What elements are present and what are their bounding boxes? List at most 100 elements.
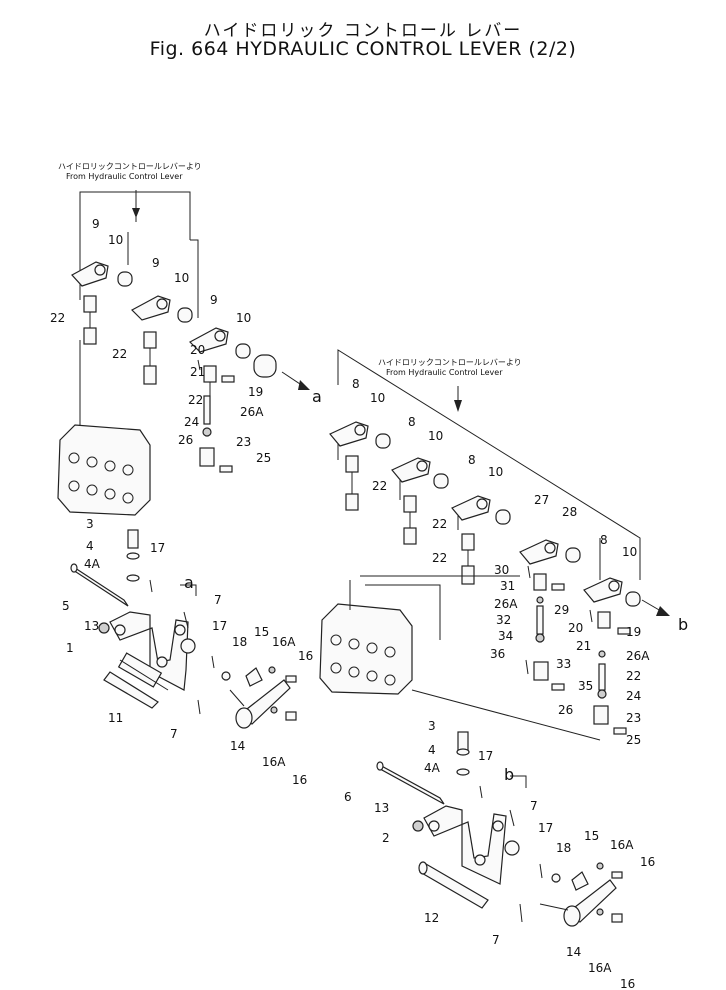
nut-13 (98, 622, 110, 634)
nut-24 (202, 427, 212, 437)
source-note-left-jp: ハイドロリックコントロールレバーより (58, 162, 202, 171)
washer-4 (126, 552, 140, 560)
left-callout-24: 1 (66, 641, 74, 655)
bracket-1 (109, 611, 196, 691)
source-note-right-jp: ハイドロリックコントロールレバーより (378, 358, 522, 367)
right-callout-10: 27 (534, 493, 549, 507)
right-assembly (319, 349, 670, 927)
left-callout-7: 22 (50, 311, 65, 325)
washer-16a-b-upper (596, 862, 604, 870)
right-callout-7: 22 (372, 479, 387, 493)
right-callout-21: 21 (576, 639, 591, 653)
connector-block-21b (597, 611, 611, 629)
lever-arm-8a (329, 421, 369, 447)
left-callout-13: 26A (240, 405, 264, 419)
lever-arm-8b (391, 457, 431, 483)
nut-13b (412, 820, 424, 832)
left-callout-5: 9 (210, 293, 218, 307)
right-callout-48: 16A (588, 961, 612, 975)
bolt-16-upper (285, 675, 297, 683)
right-callout-37: 13 (374, 801, 389, 815)
left-callout-23: 13 (84, 619, 99, 633)
diagram-title: Fig. 664 HYDRAULIC CONTROL LEVER (2/2) (149, 38, 577, 60)
right-callout-47: 14 (566, 945, 581, 959)
right-callout-30: 23 (626, 711, 641, 725)
left-callout-18: 3 (86, 517, 94, 531)
clevis-rod-22a (83, 295, 97, 345)
tube-11 (103, 652, 163, 709)
sleeve-a (253, 354, 277, 378)
left-callout-3: 9 (152, 256, 160, 270)
lever-arm-27 (519, 539, 559, 565)
callouts-right: 8108108102222222728810303126A32293420211… (344, 377, 655, 990)
clevis-rod-22e (461, 533, 475, 585)
left-callout-4: 10 (174, 271, 189, 285)
lever-arm-8c (451, 495, 491, 521)
right-callout-26: 26A (626, 649, 650, 663)
right-callout-2: 10 (370, 391, 385, 405)
clevis-rod-22c (345, 455, 359, 511)
right-callout-8: 22 (432, 517, 447, 531)
left-callout-2: 10 (108, 233, 123, 247)
right-callout-45: 12 (424, 911, 439, 925)
bolt-19b (617, 627, 631, 635)
connector-block-21 (203, 365, 217, 383)
right-callout-35: 17 (478, 749, 493, 763)
bushing-10c (235, 343, 251, 359)
source-note-right: ハイドロリックコントロールレバーより From Hydraulic Contro… (378, 358, 522, 378)
bolt-3b (457, 731, 469, 751)
right-callout-41: 18 (556, 841, 571, 855)
lever-arm-9c (189, 327, 229, 353)
bolt-25 (219, 465, 233, 473)
left-callout-11: 19 (248, 385, 263, 399)
left-callout-6: 10 (236, 311, 251, 325)
right-callout-23: 36 (490, 647, 505, 661)
bushing-10g (625, 591, 641, 607)
right-callout-11: 28 (562, 505, 577, 519)
bushing-10b (177, 307, 193, 323)
lever-arm-9a (71, 261, 109, 287)
left-callout-14: 24 (184, 415, 199, 429)
lever-14 (235, 679, 291, 729)
bushing-10a (117, 271, 133, 287)
nut-24b (597, 689, 607, 699)
right-callout-14: 30 (494, 563, 509, 577)
source-note-right-en: From Hydraulic Control Lever (386, 368, 503, 377)
left-callout-9: 20 (190, 343, 205, 357)
bolt-25b (613, 727, 627, 735)
left-callout-30: 16 (298, 649, 313, 663)
washer-4a (126, 574, 140, 582)
left-callout-35: 16 (292, 773, 307, 787)
left-callout-21: 17 (150, 541, 165, 555)
connector-block-23b (593, 705, 609, 725)
left-callout-22: 5 (62, 599, 70, 613)
bushing-10f (495, 509, 511, 525)
connector-block-33 (533, 661, 549, 681)
right-callout-32: 3 (428, 719, 436, 733)
bushing-10e (433, 473, 449, 489)
right-callout-42: 15 (584, 829, 599, 843)
right-callout-44: 16 (640, 855, 655, 869)
right-callout-17: 32 (496, 613, 511, 627)
lever-arm-8d (583, 577, 623, 603)
left-callout-12: 22 (188, 393, 203, 407)
diagram-title-japanese: ハイドロリック コントロール レバー (203, 21, 523, 41)
right-callout-15: 31 (500, 579, 515, 593)
right-callout-39: 7 (530, 799, 538, 813)
lever-14b (563, 879, 617, 927)
right-callout-22: 19 (626, 625, 641, 639)
right-callout-19: 34 (498, 629, 513, 643)
left-callout-1: 9 (92, 217, 100, 231)
bolt-3 (127, 529, 139, 549)
right-callout-3: 8 (408, 415, 416, 429)
connector-block-31 (533, 573, 547, 591)
left-callout-16: 23 (236, 435, 251, 449)
washer-18 (221, 671, 231, 681)
arrow-label-b: b (678, 615, 688, 634)
right-callout-40: 17 (538, 821, 553, 835)
left-callout-34: 16A (262, 755, 286, 769)
right-callout-28: 24 (626, 689, 641, 703)
right-callout-43: 16A (610, 838, 634, 852)
